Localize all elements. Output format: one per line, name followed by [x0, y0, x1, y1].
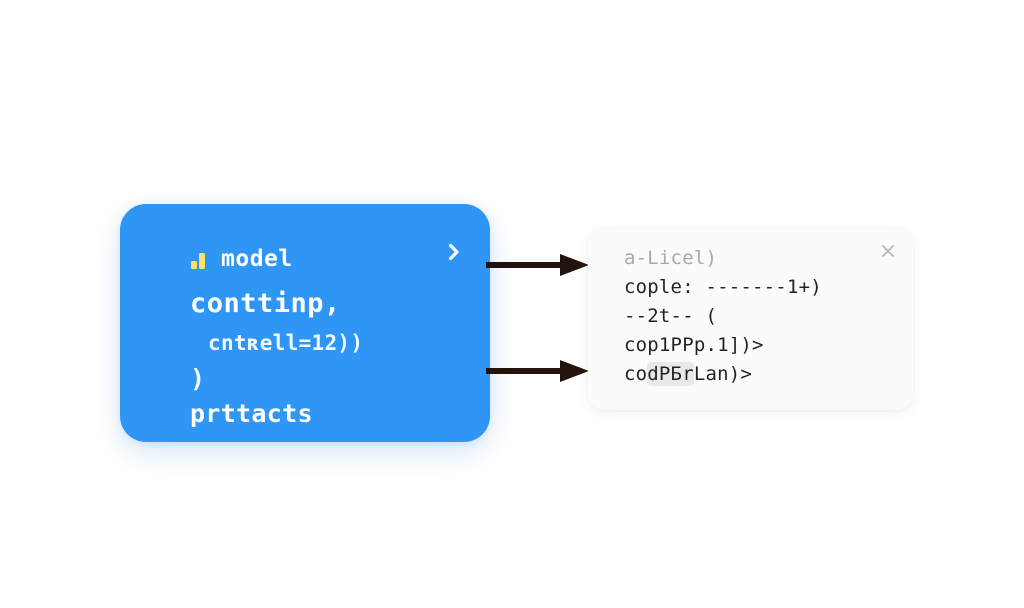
card-header: model: [190, 248, 293, 271]
code-line: conttinp,: [190, 288, 341, 319]
model-card[interactable]: model conttinp, cntʀell=12)) ) prttacts: [120, 204, 490, 442]
panel-line-prefix: co: [624, 363, 648, 385]
code-line: cntʀell=12)): [208, 331, 364, 355]
detail-panel[interactable]: a-Licel) cople: -------1+) --2t-- ( cop1…: [588, 228, 913, 410]
connector-arrow-bottom: [486, 360, 589, 382]
panel-line: cople: -------1+): [624, 276, 822, 298]
close-icon[interactable]: [877, 240, 899, 262]
card-title: model: [221, 246, 293, 272]
panel-line: a-Licel): [624, 247, 718, 269]
code-line: prttacts: [190, 399, 313, 428]
panel-line: --2t-- (: [624, 305, 718, 327]
chevron-right-icon[interactable]: [440, 238, 468, 266]
connector-arrow-top: [486, 254, 589, 276]
card-code-block: conttinp, cntʀell=12)) ) prttacts: [190, 284, 480, 432]
bar-chart-icon: [190, 250, 210, 270]
panel-code-block: a-Licel) cople: -------1+) --2t-- ( cop1…: [624, 244, 894, 389]
panel-line-highlighted: codPБrLan)>: [624, 360, 894, 389]
panel-line: cop1PPp.1])>: [624, 334, 764, 356]
code-line: ): [190, 364, 206, 393]
panel-line-highlight: dPБr: [647, 362, 694, 386]
panel-line-suffix: Lan)>: [693, 363, 753, 385]
